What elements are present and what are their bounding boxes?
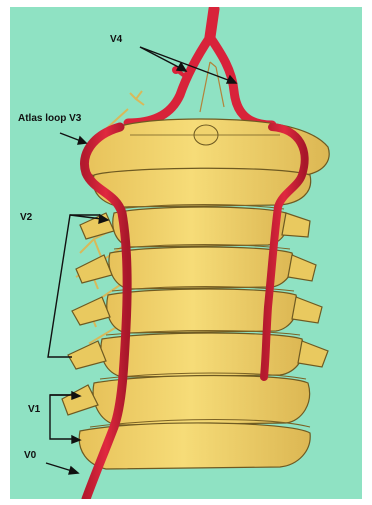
v2-label: V2	[20, 213, 32, 223]
intracranial-vertebral-arteries	[128, 9, 272, 125]
atlas-loop-v3-label: Atlas loop V3	[18, 114, 81, 124]
v0-label: V0	[24, 451, 36, 461]
illustration-panel: V4 Atlas loop V3 V2 V1 V0	[10, 7, 362, 499]
v0-arrow	[46, 463, 72, 471]
left-v4-segment	[128, 37, 210, 123]
cervical-spine-vertebral-artery-illustration	[10, 7, 362, 499]
thin-branches	[200, 62, 224, 112]
cervical-vertebrae	[62, 168, 328, 469]
v4-label: V4	[110, 35, 122, 45]
v1-label: V1	[28, 405, 40, 415]
